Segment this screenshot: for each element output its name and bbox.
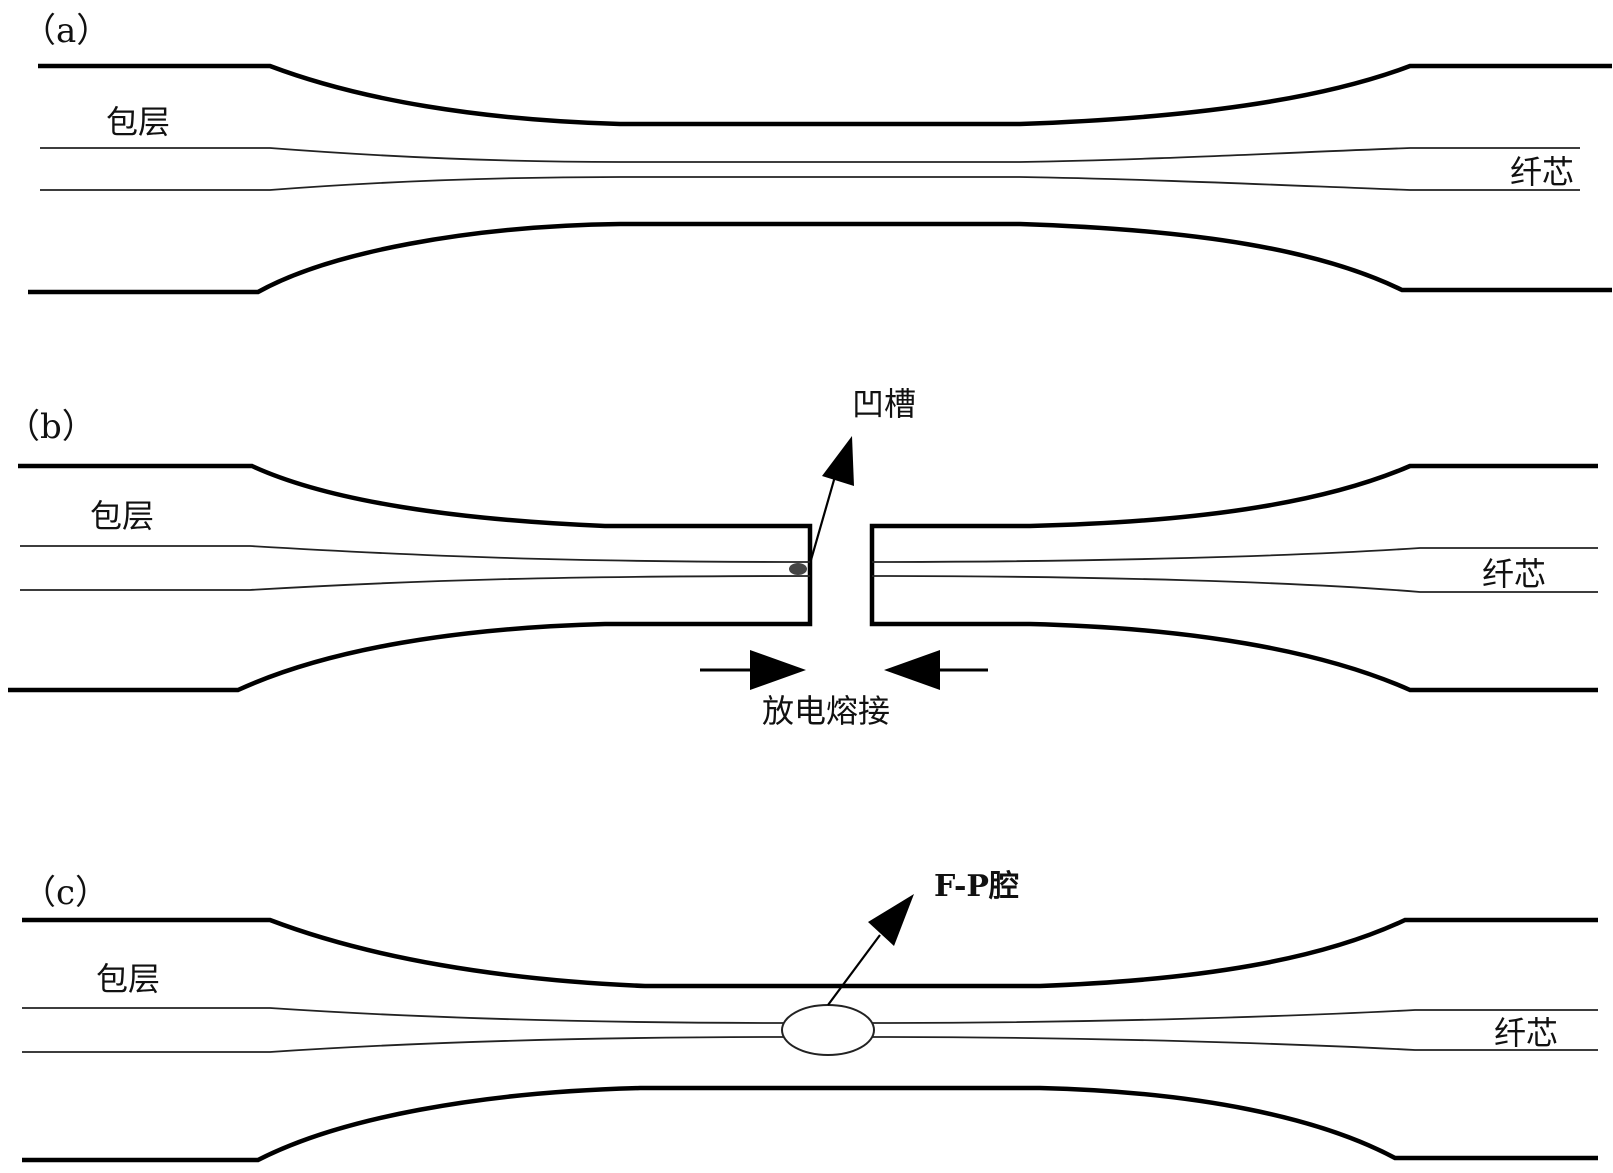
panel-b-groove-arrowhead [822, 436, 854, 486]
panel-a-cladding-label: 包层 [106, 103, 170, 141]
panel-c-cavity-label: F-P腔 [934, 869, 1019, 904]
panel-b-cladding-top-left [8, 463, 813, 693]
panel-b-groove-pointer [809, 465, 840, 561]
panel-b-core-bottom-right [871, 575, 1598, 593]
panel-c-core-label: 纤芯 [1494, 1014, 1558, 1052]
panel-b: （b） 凹槽 放电熔接 包层 纤芯 [6, 385, 1598, 730]
panel-c-cladding-bottom [22, 1085, 1598, 1163]
panel-c-cladding-top [22, 917, 1598, 989]
panel-c-cladding-label: 包层 [96, 960, 160, 998]
panel-b-cladding-top-right [869, 463, 1598, 693]
panel-b-cladding-label: 包层 [90, 497, 154, 535]
panel-b-fusion-left-arrowhead [750, 650, 806, 690]
panel-a: （a） 包层 纤芯 [22, 11, 1612, 295]
panel-c-fp-cavity [781, 1004, 875, 1056]
panel-a-cladding-top [38, 63, 1612, 127]
panel-a-core-bottom [40, 176, 1580, 191]
panel-b-groove-label: 凹槽 [852, 385, 916, 423]
panel-b-fusion-label: 放电熔接 [762, 692, 890, 730]
panel-a-core-top [40, 147, 1580, 163]
panel-b-core-top-right [871, 547, 1598, 563]
panel-a-tag: （a） [22, 11, 110, 51]
panel-a-core-label: 纤芯 [1510, 153, 1574, 191]
panel-b-groove-dot [789, 563, 807, 575]
panel-c-core-top [22, 1007, 1598, 1024]
panel-c-tag: （c） [22, 873, 109, 913]
panel-b-fusion-right-arrowhead [884, 650, 940, 690]
panel-c: （c） F-P腔 包层 纤芯 [22, 869, 1598, 1163]
panel-c-core-bottom [22, 1036, 1598, 1053]
panel-a-cladding-bottom [28, 221, 1612, 295]
panel-b-core-bottom-left [20, 575, 811, 591]
panel-b-core-label: 纤芯 [1482, 555, 1546, 593]
panel-b-tag: （b） [6, 407, 96, 447]
panel-b-core-top-left [20, 545, 811, 563]
panel-c-cavity-pointer [827, 934, 881, 1006]
panel-c-cavity-arrowhead [868, 894, 914, 946]
